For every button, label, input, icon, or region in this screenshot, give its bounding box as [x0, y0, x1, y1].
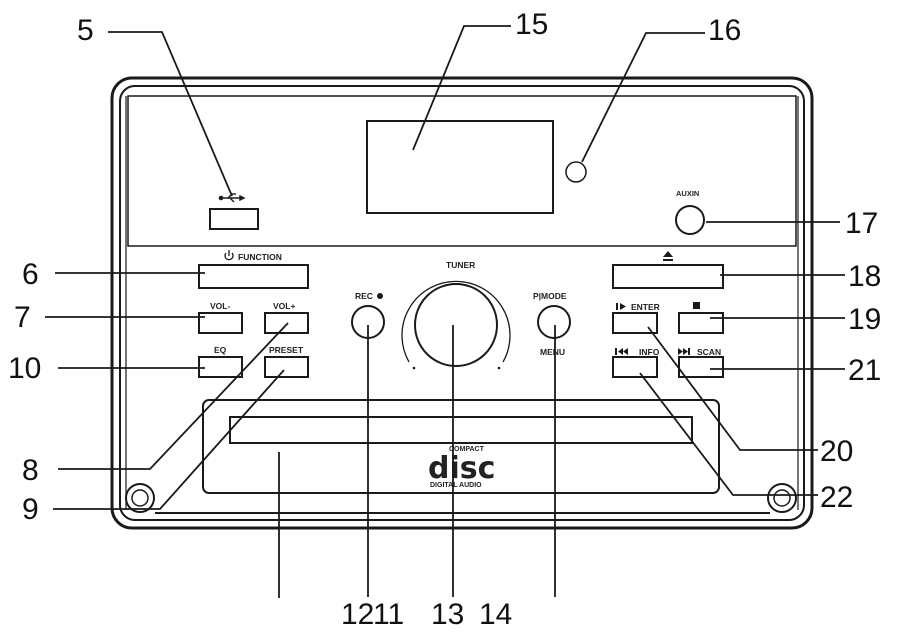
callout-6: 6	[22, 258, 39, 291]
callout-12: 12	[341, 598, 374, 631]
cd-section	[202, 399, 720, 494]
preset-button[interactable]	[264, 356, 309, 378]
aux-in-jack[interactable]	[675, 205, 705, 235]
display-window	[366, 120, 554, 214]
usb-icon	[218, 193, 246, 203]
auxin-label: AUXIN	[676, 189, 699, 198]
callout-16: 16	[708, 14, 741, 47]
vol-minus-button[interactable]	[198, 312, 243, 334]
function-button[interactable]	[198, 264, 309, 289]
cabinet-inner	[119, 85, 805, 521]
stop-button[interactable]	[678, 312, 724, 334]
cd-slot[interactable]	[229, 416, 693, 444]
vol-plus-label: VOL+	[273, 301, 295, 311]
callout-22: 22	[820, 481, 853, 514]
stop-icon	[693, 302, 700, 309]
callout-10: 10	[8, 352, 41, 385]
pmode-menu-button[interactable]	[537, 305, 571, 339]
compact-disc-logo: COMPACT disc DIGITAL AUDIO	[428, 446, 495, 489]
previous-icon	[615, 348, 628, 355]
rec-dot-icon	[377, 293, 383, 299]
callout-21: 21	[848, 354, 881, 387]
play-pause-icon	[616, 303, 626, 310]
eject-button[interactable]	[612, 264, 724, 289]
tuner-scale-arc	[401, 280, 511, 363]
next-icon	[678, 348, 690, 355]
disc-logo-main: disc	[428, 451, 495, 486]
callout-7: 7	[14, 301, 31, 334]
next-scan-button[interactable]	[678, 356, 724, 378]
leader-lines	[45, 25, 845, 598]
eq-label: EQ	[214, 345, 227, 355]
callout-5: 5	[77, 14, 94, 47]
info-label: INFO	[639, 347, 660, 357]
vol-minus-label: VOL-	[210, 301, 230, 311]
pmode-label: P|MODE	[533, 291, 567, 301]
rec-label: REC	[355, 291, 373, 301]
preset-label: PRESET	[269, 345, 304, 355]
play-pause-enter-button[interactable]	[612, 312, 658, 334]
cabinet-outer	[110, 76, 814, 530]
enter-label: ENTER	[631, 302, 660, 312]
disc-logo-bottom: DIGITAL AUDIO	[430, 482, 482, 489]
tuner-knob[interactable]	[414, 283, 498, 367]
foot-right	[767, 483, 797, 513]
callout-19: 19	[848, 303, 881, 336]
menu-label: MENU	[540, 347, 565, 357]
callout-17: 17	[845, 207, 878, 240]
previous-info-button[interactable]	[612, 356, 658, 378]
callout-20: 20	[820, 435, 853, 468]
function-label: FUNCTION	[238, 252, 282, 262]
callout-18: 18	[848, 260, 881, 293]
scan-label: SCAN	[697, 347, 721, 357]
tuner-label: TUNER	[446, 260, 475, 270]
remote-sensor	[565, 161, 587, 183]
vol-plus-button[interactable]	[264, 312, 309, 334]
disc-logo-top: COMPACT	[449, 446, 485, 453]
usb-port[interactable]	[209, 208, 259, 230]
eq-button[interactable]	[198, 356, 243, 378]
power-icon	[224, 250, 234, 261]
callout-13: 13	[431, 598, 464, 631]
display-section	[127, 95, 797, 247]
callout-9: 9	[22, 493, 39, 526]
foot-left	[125, 483, 155, 513]
callout-8: 8	[22, 454, 39, 487]
callout-15: 15	[515, 8, 548, 41]
eject-icon	[663, 251, 673, 261]
callout-11: 11	[373, 598, 404, 631]
callout-14: 14	[479, 598, 512, 631]
